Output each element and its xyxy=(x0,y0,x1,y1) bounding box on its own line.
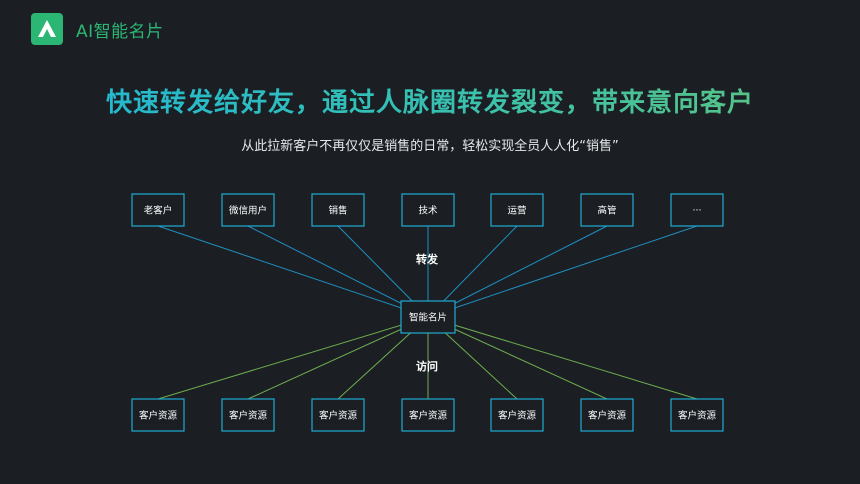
forward-edge xyxy=(157,225,429,318)
source-node-label: ··· xyxy=(692,206,701,217)
visit-edge xyxy=(247,316,429,400)
source-node: 技术 xyxy=(401,193,455,227)
target-node-label: 客户资源 xyxy=(678,410,717,422)
source-node-label: 运营 xyxy=(507,205,526,217)
target-node-box xyxy=(131,398,185,432)
target-node-box xyxy=(311,398,365,432)
target-node-label: 客户资源 xyxy=(139,410,178,422)
source-node-label: 老客户 xyxy=(144,205,173,217)
source-node: 销售 xyxy=(311,193,365,227)
target-node: 客户资源 xyxy=(401,398,455,432)
source-node-label: 高管 xyxy=(597,205,616,217)
app-logo xyxy=(31,13,63,45)
target-node: 客户资源 xyxy=(131,398,185,432)
forward-edge xyxy=(427,225,698,318)
target-node-label: 客户资源 xyxy=(588,410,627,422)
source-node: 老客户 xyxy=(131,193,185,227)
visit-edge xyxy=(427,316,608,400)
a-letter-icon xyxy=(38,20,56,37)
target-node: 客户资源 xyxy=(311,398,365,432)
headline: 快速转发给好友，通过人脉圈转发裂变，带来意向客户 xyxy=(0,82,860,119)
source-node-box xyxy=(311,193,365,227)
subheadline: 从此拉新客户不再仅仅是销售的日常，轻松实现全员人人化“销售” xyxy=(241,139,619,154)
target-node-box xyxy=(221,398,275,432)
visit-edge xyxy=(157,316,429,400)
target-node: 客户资源 xyxy=(670,398,724,432)
target-node-box xyxy=(670,398,724,432)
brand-name: AI智能名片 xyxy=(76,22,164,42)
source-node-label: 销售 xyxy=(328,205,347,217)
source-node-box xyxy=(221,193,275,227)
visit-label: 访问 xyxy=(416,359,438,373)
target-node-box xyxy=(580,398,634,432)
source-node-box xyxy=(490,193,544,227)
source-node: 高管 xyxy=(580,193,634,227)
forward-edge xyxy=(247,225,429,318)
source-node: 运营 xyxy=(490,193,544,227)
target-node: 客户资源 xyxy=(580,398,634,432)
visit-edge xyxy=(427,316,698,400)
source-node: ··· xyxy=(670,193,724,227)
center-node-label: 智能名片 xyxy=(409,312,447,324)
center-node: 智能名片 xyxy=(400,300,456,334)
center-node-box xyxy=(400,300,456,334)
source-node-box xyxy=(401,193,455,227)
source-node-label: 技术 xyxy=(418,205,438,217)
target-node-box xyxy=(401,398,455,432)
target-node: 客户资源 xyxy=(490,398,544,432)
forward-edge xyxy=(427,225,608,318)
source-node-label: 微信用户 xyxy=(229,205,267,217)
source-node-box xyxy=(670,193,724,227)
target-node-label: 客户资源 xyxy=(229,410,268,422)
source-node: 微信用户 xyxy=(221,193,275,227)
target-node: 客户资源 xyxy=(221,398,275,432)
target-node-box xyxy=(490,398,544,432)
diagram-nodes: 老客户 微信用户 销售 技术 运营 高管 ··· 客户资源 客户资源 客户资源 客户资源 客户资源 客户… xyxy=(131,193,724,432)
source-node-box xyxy=(131,193,185,227)
source-node-box xyxy=(580,193,634,227)
target-node-label: 客户资源 xyxy=(409,410,448,422)
forward-label: 转发 xyxy=(416,252,439,266)
target-node-label: 客户资源 xyxy=(319,410,358,422)
target-node-label: 客户资源 xyxy=(498,410,537,422)
